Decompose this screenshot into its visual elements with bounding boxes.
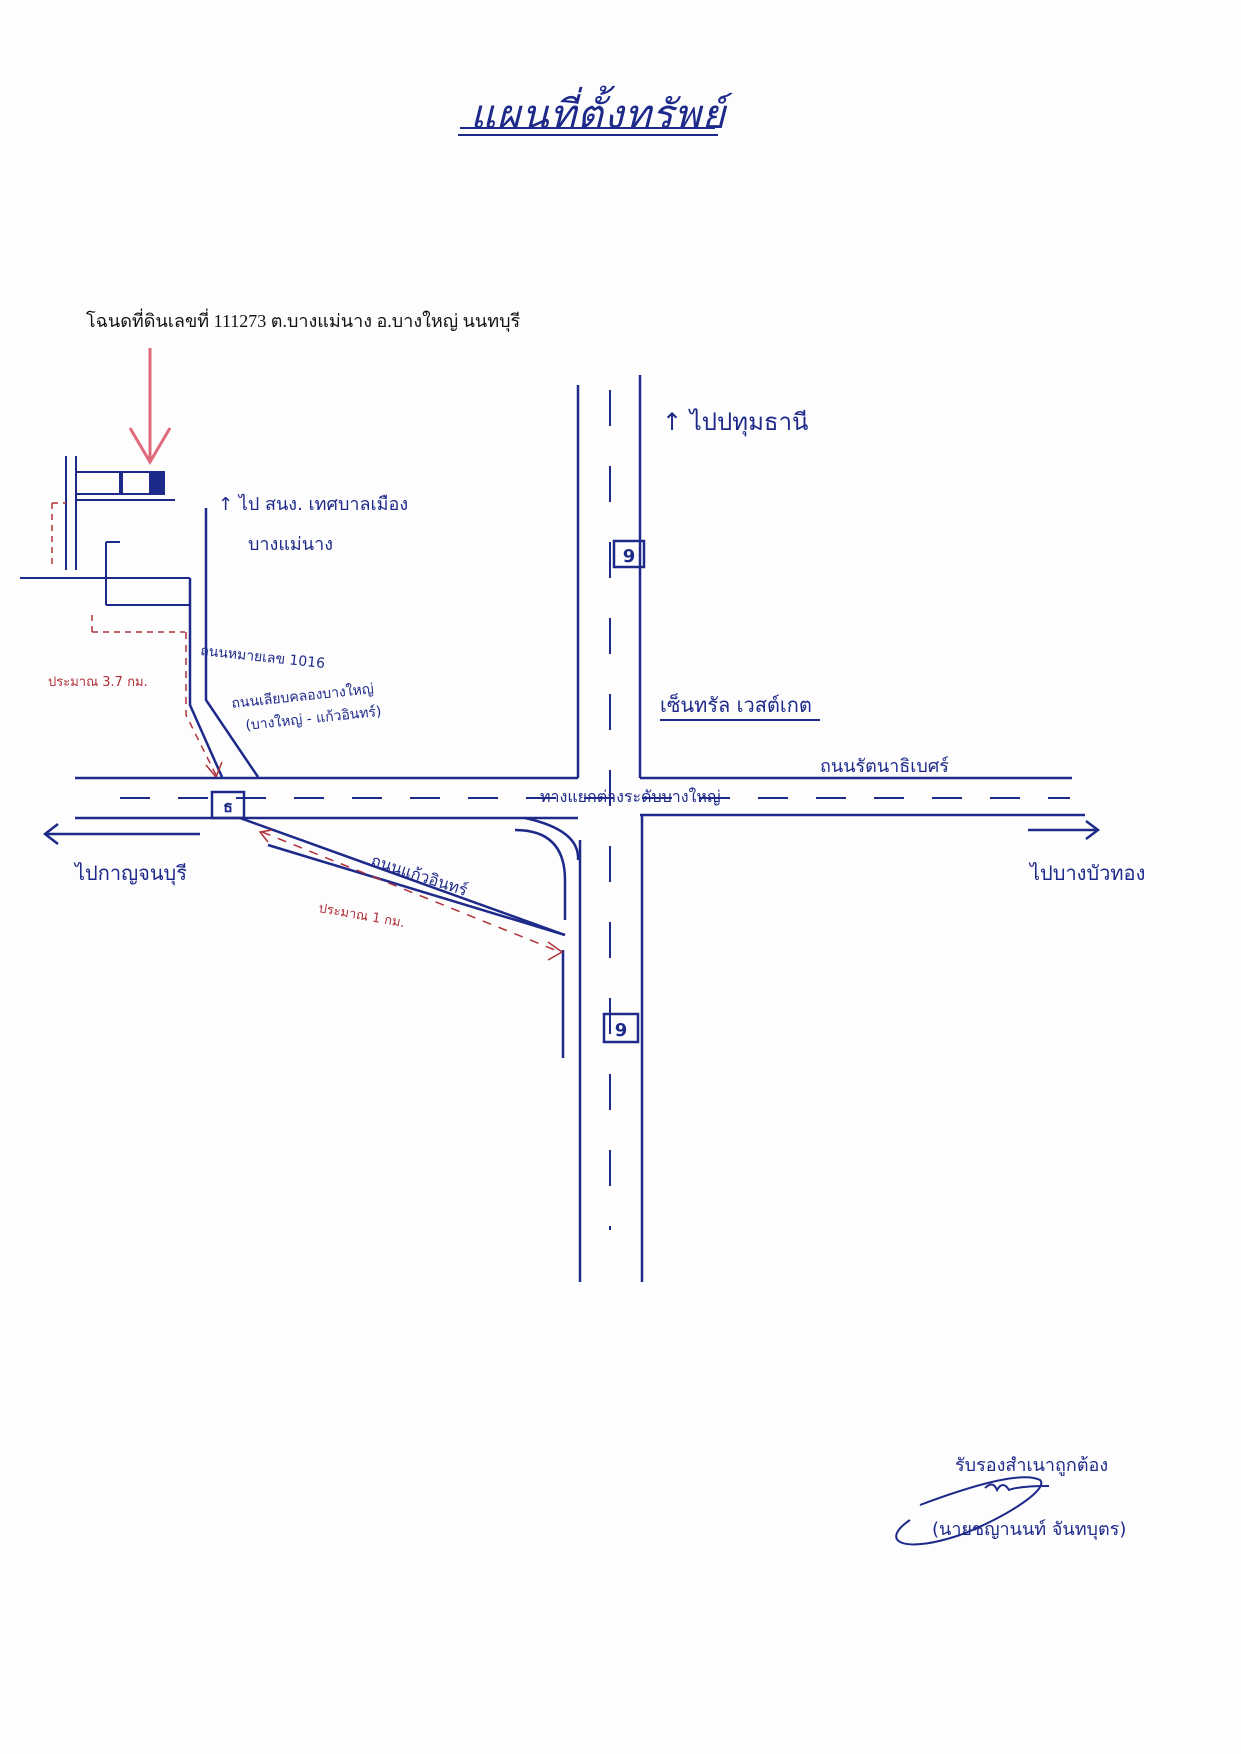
interchange-ramp <box>514 816 580 1058</box>
label-distance-1: ประมาณ 1 กม. <box>317 901 406 931</box>
label-to-kanchanaburi: ไปกาญจนบุรี <box>73 861 187 886</box>
route-9-shield-top-label: 9 <box>623 546 636 567</box>
label-to-bang-bua-thong: ไปบางบัวทอง <box>1028 861 1145 885</box>
label-bang-yai-intersection: ทางแยกต่างระดับบางใหญ่ <box>540 787 721 806</box>
road-1016 <box>188 508 260 778</box>
label-bang-mae-nang: บางแม่นาง <box>248 534 333 555</box>
plot-pointer-arrow <box>128 348 172 465</box>
kaeo-in-road <box>239 816 566 937</box>
route-shield-left-label: ธ <box>223 797 233 816</box>
map-title: แผนที่ตั้งทรัพย์ <box>470 92 727 138</box>
plot-buildings <box>20 456 190 606</box>
signer-name: (นายชญานนท์ จันทบุตร) <box>932 1519 1127 1540</box>
route-9-shield-bottom: 9 <box>602 1012 640 1044</box>
label-soi-1016: ถนนหมายเลข 1016 <box>200 643 326 672</box>
route-9-shield-bottom-label: 9 <box>615 1020 628 1041</box>
certify-text: รับรองสำเนาถูกต้อง <box>955 1455 1109 1476</box>
highway-9 <box>576 375 644 1282</box>
signature <box>895 1476 1050 1546</box>
label-to-municipal-office: ↑ ไป สนง. เทศบาลเมือง <box>218 493 408 515</box>
route-9-shield-top: 9 <box>612 539 646 569</box>
plot-boundary-dashed <box>51 502 185 633</box>
arrow-to-kanchanaburi <box>42 823 200 845</box>
label-kaeo-in-road: ถนนแก้วอินทร์ <box>369 851 471 900</box>
deed-number-label: โฉนดที่ดินเลขที่ 111273 ต.บางแม่นาง อ.บา… <box>86 311 521 331</box>
arrow-to-bang-bua-thong <box>1028 820 1101 840</box>
label-central-westgate: เซ็นทรัล เวสต์เกต <box>660 692 812 717</box>
label-ratanathibet-road: ถนนรัตนาธิเบศร์ <box>820 756 949 777</box>
label-distance-3-7: ประมาณ 3.7 กม. <box>48 675 148 690</box>
ratanathibet-road <box>75 776 1085 820</box>
route-shield-left: ธ <box>210 790 246 820</box>
route-dashed-kaeo-in <box>258 829 564 961</box>
label-to-pathum-thani: ↑ ไปปทุมธานี <box>662 408 808 437</box>
